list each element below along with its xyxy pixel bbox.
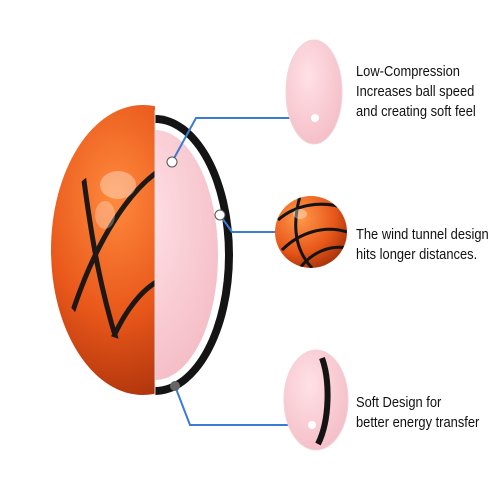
ball-core-half bbox=[155, 115, 233, 395]
pointer-line-core bbox=[171, 117, 315, 163]
ball-outer-half bbox=[51, 105, 155, 395]
core-zoom bbox=[285, 39, 343, 145]
callout-line: better energy transfer bbox=[356, 414, 480, 431]
pointer-line-surface bbox=[174, 385, 312, 426]
pointer-lines bbox=[171, 117, 315, 426]
callout-wind-tunnel: The wind tunnel design hits longer dista… bbox=[356, 225, 489, 265]
callout-low-compression: Low-Compression Increases ball speed and… bbox=[356, 62, 476, 122]
callout-line: Increases ball speed bbox=[356, 83, 475, 100]
callout-line: The wind tunnel design bbox=[356, 226, 489, 243]
small-ball bbox=[275, 196, 347, 268]
callout-soft-design: Soft Design for better energy transfer bbox=[356, 393, 479, 433]
shell-zoom bbox=[283, 349, 349, 451]
callout-line: Soft Design for bbox=[356, 394, 442, 411]
callout-line: Low-Compression bbox=[356, 63, 460, 80]
ball-cutaway bbox=[51, 105, 233, 395]
callout-line: and creating soft feel bbox=[356, 103, 476, 120]
pointer-line-shell bbox=[219, 214, 276, 233]
callout-line: hits longer distances. bbox=[356, 246, 478, 263]
